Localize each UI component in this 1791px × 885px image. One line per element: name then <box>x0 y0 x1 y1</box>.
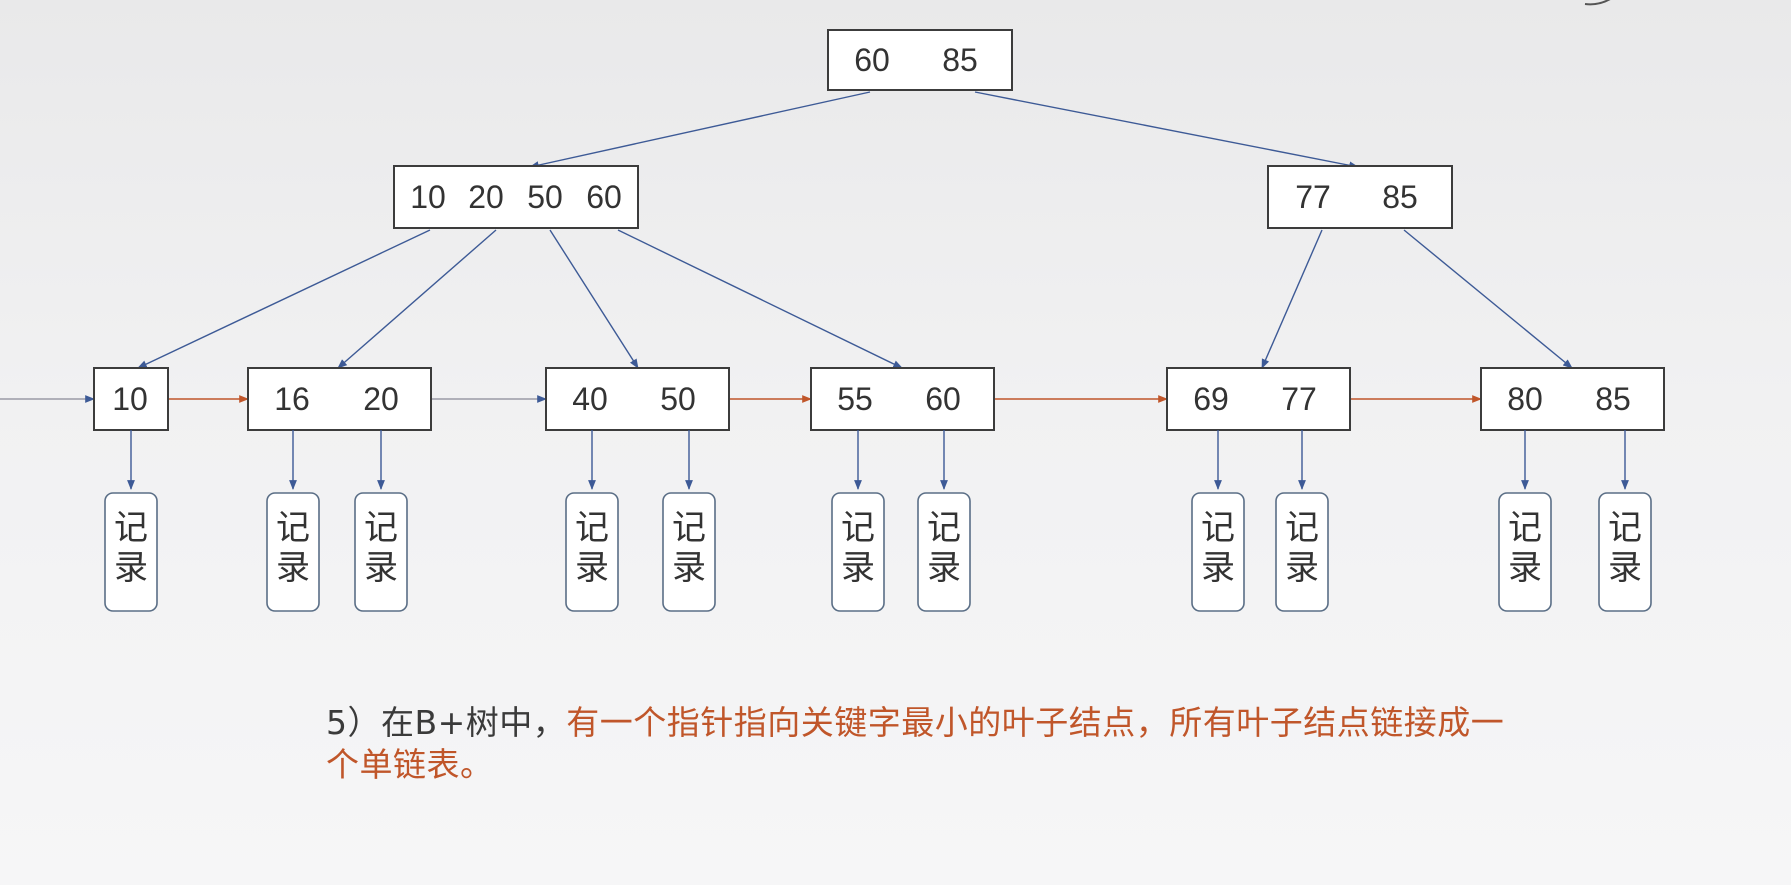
leaf-node-6-key: 85 <box>1595 381 1631 417</box>
tree-pointers <box>137 91 1573 369</box>
pointer-internal-left-to-leaf-4 <box>617 229 903 369</box>
record-label-char: 记 <box>672 509 706 547</box>
record-label-char: 记 <box>841 509 875 547</box>
record-label-char: 录 <box>364 549 398 587</box>
leaf-node-5-box <box>1166 367 1351 431</box>
leaf-node-4-box <box>810 367 995 431</box>
record-block: 记录 <box>266 492 320 612</box>
record-block: 记录 <box>1498 492 1552 612</box>
record-block: 记录 <box>565 492 619 612</box>
internal-node-2-key: 77 <box>1295 179 1331 215</box>
record-label-char: 录 <box>672 549 706 587</box>
record-label-char: 记 <box>276 509 310 547</box>
leaf-node-3-box <box>545 367 730 431</box>
internal-node-2: 77 85 <box>1267 165 1453 229</box>
record-label-char: 录 <box>575 549 609 587</box>
internal-node-1: 10 20 50 60 <box>393 165 639 229</box>
pointer-root-to-internal-left <box>529 91 871 169</box>
record-block-box <box>662 492 716 612</box>
leaf-node-6: 80 85 <box>1480 367 1665 431</box>
root-node-box <box>827 29 1013 91</box>
record-block-box <box>831 492 885 612</box>
record-block-box <box>354 492 408 612</box>
record-label-char: 录 <box>1608 549 1642 587</box>
record-block: 记录 <box>1191 492 1245 612</box>
record-block-box <box>1598 492 1652 612</box>
leaf-node-4-key: 60 <box>925 381 961 417</box>
record-block: 记录 <box>831 492 885 612</box>
record-label-char: 录 <box>927 549 961 587</box>
record-label-char: 记 <box>364 509 398 547</box>
caption-prefix: 5）在B+树中， <box>326 703 567 742</box>
leaf-node-6-key: 80 <box>1507 381 1543 417</box>
record-label-char: 录 <box>841 549 875 587</box>
record-label-char: 记 <box>114 509 148 547</box>
caption-note: 5）在B+树中，有一个指针指向关键字最小的叶子结点，所有叶子结点链接成一个单链表… <box>326 702 1526 786</box>
leaf-node-1-key: 10 <box>112 381 148 417</box>
record-block-box <box>917 492 971 612</box>
record-label-char: 录 <box>1508 549 1542 587</box>
record-label-char: 记 <box>1285 509 1319 547</box>
leaf-node-2-box <box>247 367 432 431</box>
pointer-internal-left-to-leaf-1 <box>137 229 431 369</box>
internal-node-1-key: 20 <box>468 179 504 215</box>
leaf-node-2-key: 20 <box>363 381 399 417</box>
leaf-node-5-key: 69 <box>1193 381 1229 417</box>
record-label-char: 录 <box>114 549 148 587</box>
pointer-internal-left-to-leaf-2 <box>337 229 497 369</box>
record-block-box <box>1275 492 1329 612</box>
leaf-node-3-key: 50 <box>660 381 696 417</box>
record-label-char: 记 <box>1608 509 1642 547</box>
corner-stroke-mark <box>1584 0 1611 6</box>
record-block-box <box>1191 492 1245 612</box>
record-block: 记录 <box>104 492 158 612</box>
record-label-char: 录 <box>276 549 310 587</box>
internal-node-2-key: 85 <box>1382 179 1418 215</box>
record-label-char: 录 <box>1201 549 1235 587</box>
root-node-key: 85 <box>942 42 978 78</box>
leaf-node-5-key: 77 <box>1281 381 1317 417</box>
record-label-char: 记 <box>927 509 961 547</box>
leaf-node-1: 10 <box>93 367 169 431</box>
leaf-node-1-box <box>93 367 169 431</box>
leaf-node-6-box <box>1480 367 1665 431</box>
root-node-key: 60 <box>854 42 890 78</box>
pointer-internal-left-to-leaf-3 <box>549 229 639 369</box>
internal-node-2-box <box>1267 165 1453 229</box>
record-block: 记录 <box>662 492 716 612</box>
pointer-internal-right-to-leaf-6 <box>1403 229 1573 369</box>
record-label-char: 记 <box>1201 509 1235 547</box>
internal-node-1-key: 50 <box>527 179 563 215</box>
record-block-box <box>1498 492 1552 612</box>
record-label-char: 记 <box>575 509 609 547</box>
internal-node-1-key: 10 <box>410 179 446 215</box>
leaf-node-5: 69 77 <box>1166 367 1351 431</box>
caption-highlight: 有一个指针指向关键字最小的叶子结点，所有叶子结点链接成一个单链表。 <box>326 703 1505 784</box>
record-block: 记录 <box>1275 492 1329 612</box>
record-block: 记录 <box>1598 492 1652 612</box>
leaf-node-2-key: 16 <box>274 381 310 417</box>
root-node: 60 85 <box>827 29 1013 91</box>
internal-node-1-box <box>393 165 639 229</box>
record-block-box <box>565 492 619 612</box>
internal-node-1-key: 60 <box>586 179 622 215</box>
record-block-box <box>266 492 320 612</box>
leaf-node-3-key: 40 <box>572 381 608 417</box>
leaf-node-4-key: 55 <box>837 381 873 417</box>
leaf-node-4: 55 60 <box>810 367 995 431</box>
record-block: 记录 <box>917 492 971 612</box>
record-block-box <box>104 492 158 612</box>
pointer-internal-right-to-leaf-5 <box>1261 229 1323 369</box>
leaf-node-3: 40 50 <box>545 367 730 431</box>
record-block: 记录 <box>354 492 408 612</box>
pointer-root-to-internal-right <box>974 91 1359 170</box>
record-label-char: 记 <box>1508 509 1542 547</box>
record-label-char: 录 <box>1285 549 1319 587</box>
